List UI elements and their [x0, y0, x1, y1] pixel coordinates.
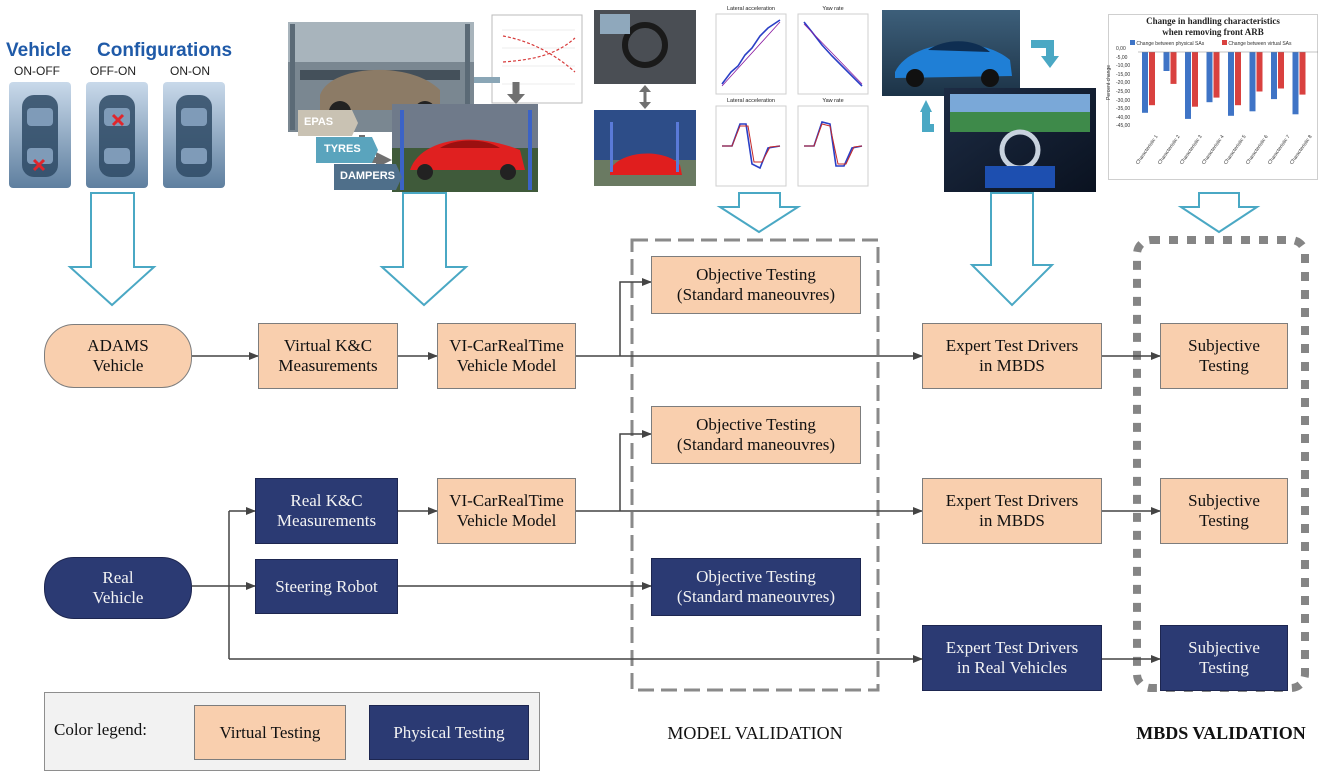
plot-lateral-acc-1 [715, 13, 787, 95]
handling-bar-virtual [1278, 52, 1284, 89]
hollow-arrow-2 [379, 192, 469, 307]
plot-title-2: Yaw rate [822, 6, 844, 12]
disabled-cross-icon [32, 113, 125, 172]
config-label-2: OFF-ON [90, 64, 136, 78]
hollow-arrow-5 [1177, 192, 1261, 234]
handling-chart-tick: -40,00 [1116, 114, 1131, 121]
handling-chart-bars [1138, 51, 1318, 119]
expert-drivers-mbds-box-1[interactable]: Expert Test Drivers in MBDS [922, 323, 1102, 389]
legend-physical-swatch: Physical Testing [369, 705, 529, 760]
hollow-arrow-4 [969, 192, 1055, 307]
flow-down-arrows [67, 192, 1261, 307]
objective-testing-box-2[interactable]: Objective Testing (Standard maneouvres) [651, 406, 861, 464]
model-validation-label: MODEL VALIDATION [667, 723, 843, 743]
legend-title: Color legend: [54, 720, 148, 739]
handling-bar-virtual [1192, 52, 1198, 107]
epas-tag [298, 110, 358, 136]
dampers-tag [334, 164, 402, 190]
handling-chart-tick: 0,00 [1116, 46, 1126, 52]
vi-carrealtime-box-2[interactable]: VI-CarRealTime Vehicle Model [437, 478, 576, 544]
handling-chart-ylabel: Percent change [1106, 64, 1112, 100]
kc-rig-images [288, 14, 583, 192]
handling-bar-physical [1206, 52, 1213, 103]
handling-chart-title: Change in handling characteristics when … [1146, 16, 1280, 37]
plot-lateral-acc-2 [715, 105, 787, 187]
hollow-arrow-3 [716, 192, 802, 234]
handling-bar-virtual [1235, 52, 1241, 106]
objective-test-images [594, 10, 869, 187]
legend-virtual-swatch: Virtual Testing [194, 705, 346, 760]
mbds-validation-label: MBDS VALIDATION [1136, 723, 1306, 743]
config-label-1: ON-OFF [14, 64, 60, 78]
handling-bar-physical [1271, 52, 1277, 100]
objective-testing-box-3[interactable]: Objective Testing (Standard maneouvres) [651, 558, 861, 616]
tyres-tag [316, 137, 378, 163]
handling-bar-physical [1292, 52, 1299, 115]
mbds-validation-group-border [1133, 236, 1309, 692]
handling-chart-tick: -5,00 [1116, 54, 1128, 61]
plot-title-4: Yaw rate [822, 98, 844, 104]
dampers-label: DAMPERS [340, 170, 396, 182]
subjective-testing-box-3[interactable]: Subjective Testing [1160, 625, 1288, 691]
expert-drivers-mbds-box-2[interactable]: Expert Test Drivers in MBDS [922, 478, 1102, 544]
hollow-arrow-1 [67, 192, 157, 307]
vehicle-configs-title-1: Vehicle [6, 40, 72, 61]
handling-bar-virtual [1213, 52, 1220, 98]
handling-chart-tick: -20,00 [1116, 80, 1131, 87]
adams-vehicle-box[interactable]: ADAMS Vehicle [44, 324, 192, 388]
handling-chart-legend-1: Change between physical SAs [1130, 40, 1204, 47]
plot-title-1: Lateral acceleration [726, 6, 775, 12]
handling-chart-tick: -25,00 [1116, 89, 1131, 95]
handling-chart-legend-2: Change between virtual SAs [1222, 40, 1291, 47]
handling-bar-virtual [1299, 52, 1306, 95]
objective-testing-box-1[interactable]: Objective Testing (Standard maneouvres) [651, 256, 861, 314]
handling-chart-tick: -45,00 [1116, 123, 1131, 130]
handling-chart-tick: -35,00 [1116, 106, 1131, 113]
flow-connectors [191, 278, 1161, 663]
handling-bar-physical [1142, 52, 1148, 113]
handling-bar-physical [1228, 52, 1234, 116]
config-label-3: ON-ON [170, 64, 210, 78]
tyres-label: TYRES [324, 143, 361, 155]
real-kc-box[interactable]: Real K&C Measurements [255, 478, 398, 544]
handling-bar-virtual [1170, 52, 1177, 84]
subjective-testing-box-1[interactable]: Subjective Testing [1160, 323, 1288, 389]
vehicle-config-images [9, 82, 225, 188]
epas-label: EPAS [304, 116, 334, 128]
expert-drivers-real-box[interactable]: Expert Test Drivers in Real Vehicles [922, 625, 1102, 691]
simulator-images [882, 10, 1096, 192]
real-vehicle-box[interactable]: Real Vehicle [44, 557, 192, 619]
subjective-testing-box-2[interactable]: Subjective Testing [1160, 478, 1288, 544]
handling-bar-virtual [1256, 52, 1263, 92]
plot-yaw-rate-2 [797, 105, 869, 187]
kc-plot [491, 14, 583, 104]
steering-robot-box[interactable]: Steering Robot [255, 559, 398, 614]
model-validation-group-border [630, 238, 880, 692]
virtual-kc-box[interactable]: Virtual K&C Measurements [258, 323, 398, 389]
handling-chart-tick: -10,00 [1116, 63, 1131, 70]
handling-bar-physical [1163, 52, 1170, 71]
plot-title-3: Lateral acceleration [726, 98, 775, 104]
handling-chart-tick: -15,00 [1116, 71, 1131, 78]
handling-chart-tick: -30,00 [1116, 97, 1131, 104]
vehicle-configs-title-2: Configurations [97, 40, 233, 61]
handling-bar-physical [1185, 52, 1191, 119]
plot-yaw-rate-1 [797, 13, 869, 95]
handling-bar-virtual [1149, 52, 1155, 106]
handling-bar-physical [1249, 52, 1256, 112]
vi-carrealtime-box-1[interactable]: VI-CarRealTime Vehicle Model [437, 323, 576, 389]
